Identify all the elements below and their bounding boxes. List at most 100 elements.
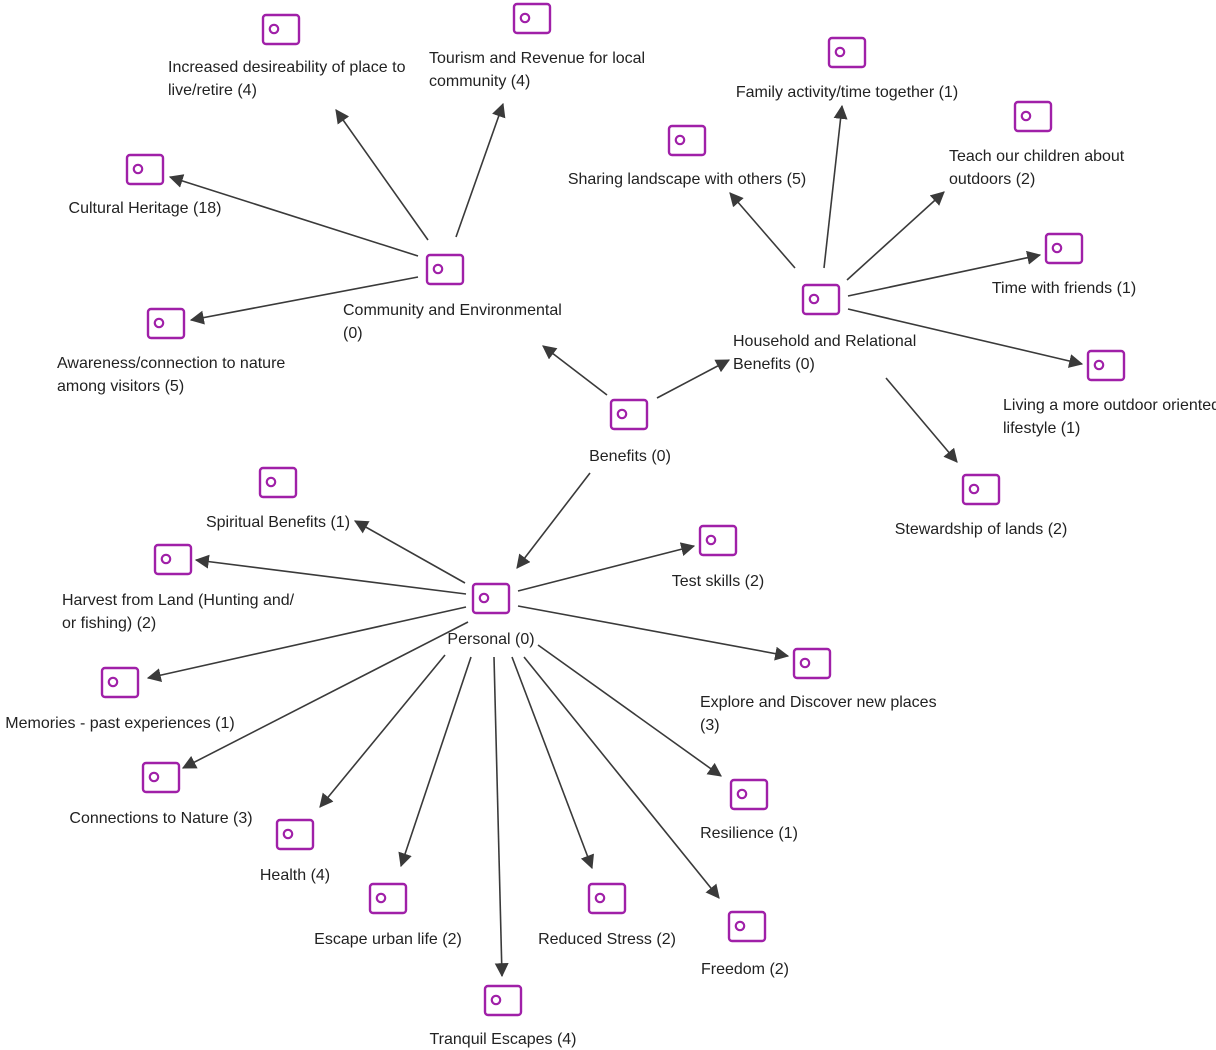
node-label: Awareness/connection to nature among vis… [57,355,290,395]
node-label: Benefits (0) [589,448,671,465]
node-friends[interactable]: Time with friends (1) [992,232,1136,297]
edge-household-teach [846,191,945,281]
code-icon [471,582,511,615]
node-spiritual[interactable]: Spiritual Benefits (1) [206,466,350,531]
node-connections[interactable]: Connections to Nature (3) [69,761,253,827]
node-label: Household and Relational Benefits (0) [733,333,921,373]
code-icon [667,124,707,157]
node-label: Stewardship of lands (2) [895,521,1068,538]
node-label: Sharing landscape with others (5) [568,171,806,188]
edge-personal-health [319,654,446,808]
edge-personal-spiritual [353,520,466,584]
code-icon [261,13,301,46]
code-icon [729,778,769,811]
node-harvest[interactable]: Harvest from Land (Hunting and/ or fishi… [62,543,299,632]
code-icon [483,984,523,1017]
edge-household-lifestyle [847,308,1084,368]
node-label: Time with friends (1) [992,280,1136,297]
edge-personal-explore [517,605,790,661]
node-escape[interactable]: Escape urban life (2) [314,882,462,948]
node-label: Family activity/time together (1) [736,84,958,101]
code-icon [125,153,165,186]
node-health[interactable]: Health (4) [260,818,330,884]
node-label: Reduced Stress (2) [538,931,676,948]
node-personal[interactable]: Personal (0) [447,582,535,648]
edge-personal-reduced [511,656,594,870]
node-label: Harvest from Land (Hunting and/ or fishi… [62,592,299,632]
node-label: Tranquil Escapes (4) [429,1031,576,1048]
node-label: Connections to Nature (3) [69,810,252,827]
node-label: Personal (0) [447,631,534,648]
node-tourism[interactable]: Tourism and Revenue for local community … [429,2,650,90]
edge-personal-skills [517,542,696,592]
code-icon [146,307,186,340]
node-tranquil[interactable]: Tranquil Escapes (4) [429,984,577,1048]
edge-personal-connections [181,621,469,769]
node-awareness[interactable]: Awareness/connection to nature among vis… [57,307,290,395]
node-explore[interactable]: Explore and Discover new places (3) [700,647,941,734]
node-label: Tourism and Revenue for local community … [429,50,650,90]
code-icon [141,761,181,794]
code-icon [425,253,465,286]
edge-personal-memories [146,606,467,683]
node-stewardship[interactable]: Stewardship of lands (2) [895,473,1068,538]
edge-benefits-personal [516,472,591,569]
node-desireability[interactable]: Increased desireability of place to live… [168,13,410,99]
code-icon [258,466,298,499]
node-freedom[interactable]: Freedom (2) [701,910,789,978]
node-label: Memories - past experiences (1) [5,715,234,732]
edges [146,102,1084,978]
edge-household-stewardship [885,377,958,463]
node-family[interactable]: Family activity/time together (1) [736,36,958,101]
code-icon [153,543,193,576]
node-label: Community and Environmental (0) [343,302,566,342]
edge-household-friends [847,250,1042,297]
code-icon [1013,100,1053,133]
node-label: Resilience (1) [700,825,798,842]
edge-benefits-community [542,345,608,396]
edge-community-awareness [189,276,419,325]
node-resilience[interactable]: Resilience (1) [700,778,798,842]
node-lifestyle[interactable]: Living a more outdoor oriented lifestyle… [1003,349,1216,437]
code-icon [801,283,841,316]
edge-community-desireability [335,109,429,241]
code-icon [275,818,315,851]
code-icon [609,398,649,431]
node-label: Escape urban life (2) [314,931,462,948]
edge-personal-resilience [537,644,722,777]
edge-personal-freedom [523,656,720,899]
node-household[interactable]: Household and Relational Benefits (0) [733,283,921,373]
edge-community-tourism [455,102,506,238]
edge-household-family [823,104,848,269]
code-icon [827,36,867,69]
code-icon [1044,232,1084,265]
node-label: Teach our children about outdoors (2) [949,148,1129,188]
node-cultural[interactable]: Cultural Heritage (18) [69,153,222,217]
edge-personal-tranquil [493,656,509,978]
code-icon [100,666,140,699]
edge-benefits-household [656,359,731,399]
code-icon [587,882,627,915]
node-label: Spiritual Benefits (1) [206,514,350,531]
node-label: Test skills (2) [672,573,764,590]
code-icon [368,882,408,915]
node-skills[interactable]: Test skills (2) [672,524,764,590]
node-label: Increased desireability of place to live… [168,59,410,99]
node-benefits[interactable]: Benefits (0) [589,398,671,465]
code-icon [1086,349,1126,382]
edge-community-cultural [168,174,419,257]
node-label: Explore and Discover new places (3) [700,694,941,734]
edge-personal-escape [398,656,472,868]
code-icon [961,473,1001,506]
node-reduced[interactable]: Reduced Stress (2) [538,882,676,948]
node-sharing[interactable]: Sharing landscape with others (5) [568,124,806,188]
node-community[interactable]: Community and Environmental (0) [343,253,566,342]
code-icon [727,910,767,943]
code-icon [512,2,552,35]
node-teach[interactable]: Teach our children about outdoors (2) [949,100,1129,188]
node-memories[interactable]: Memories - past experiences (1) [5,666,235,732]
node-label: Cultural Heritage (18) [69,200,222,217]
node-label: Living a more outdoor oriented lifestyle… [1003,397,1216,437]
code-icon [792,647,832,680]
